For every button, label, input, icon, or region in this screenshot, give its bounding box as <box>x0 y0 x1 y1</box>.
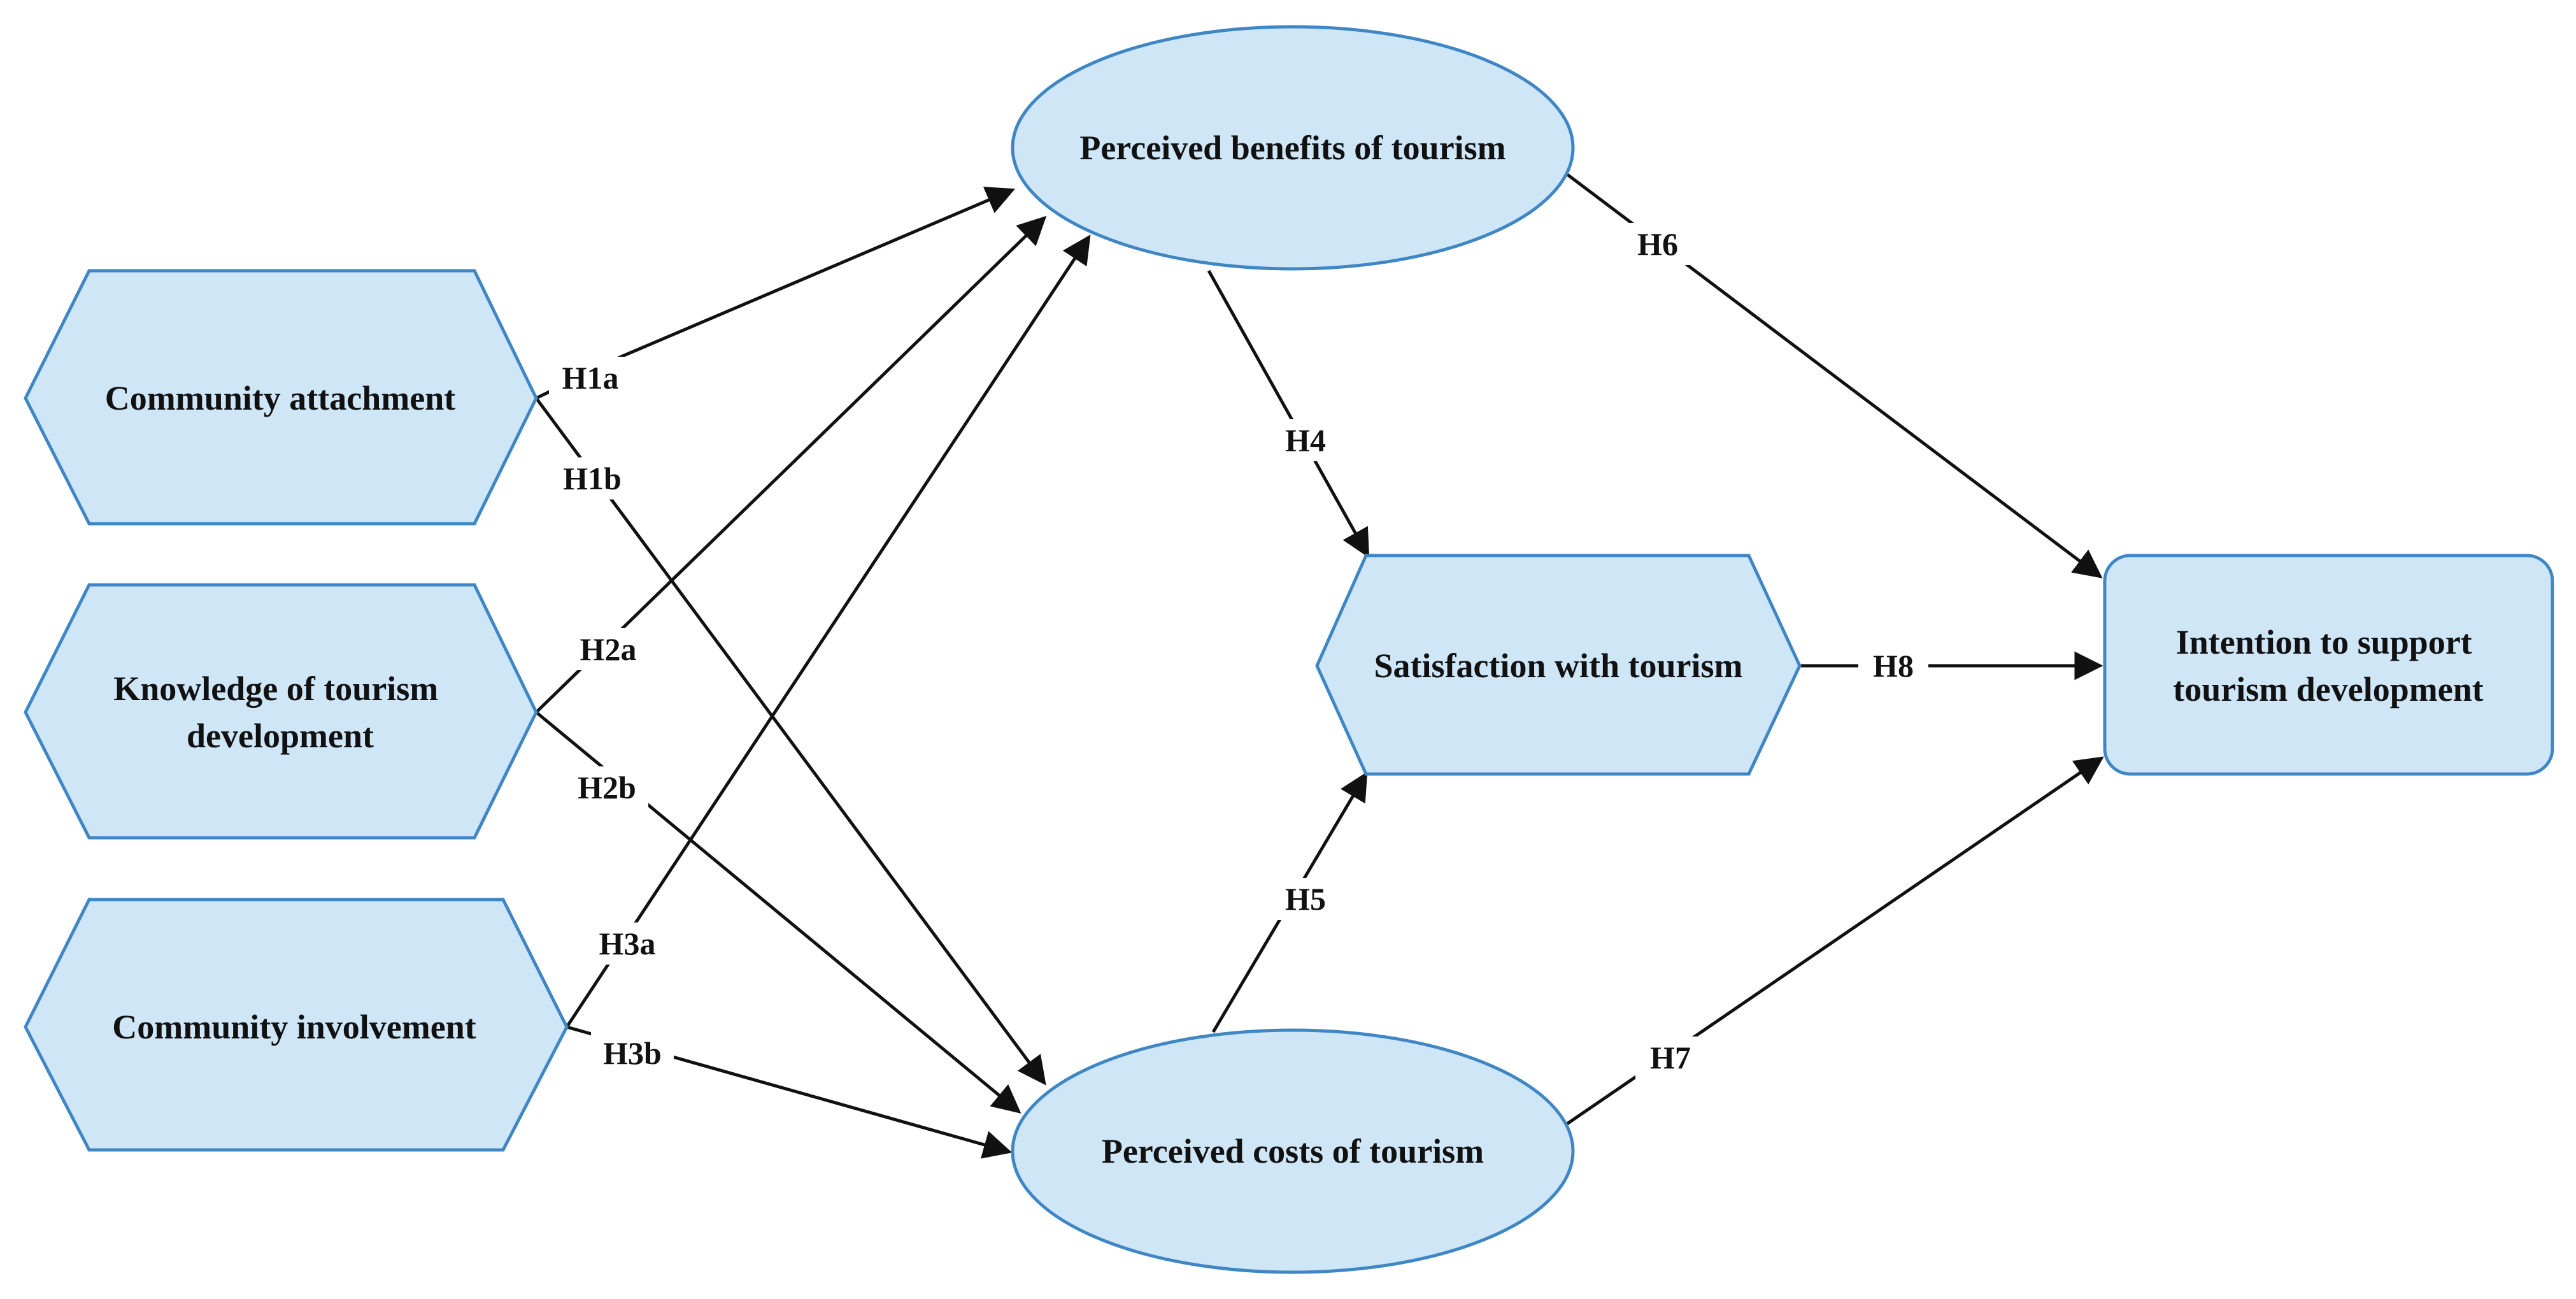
label-h2a: H2a <box>580 631 637 667</box>
label-h6: H6 <box>1637 226 1678 262</box>
label-h1b: H1b <box>563 461 622 496</box>
node-satisfaction: Satisfaction with tourism <box>1315 554 1802 776</box>
node-community-involvement-line-1: Community involvement <box>112 1008 476 1046</box>
node-intention-text: Intention to support tourism development <box>2173 623 2483 708</box>
node-satisfaction-text: Satisfaction with tourism <box>1374 647 1743 685</box>
node-knowledge-text: Knowledge of tourism development <box>113 670 446 755</box>
node-satisfaction-line-1: Satisfaction with tourism <box>1374 647 1743 685</box>
node-perceived-benefits-text: Perceived benefits of tourism <box>1079 129 1505 167</box>
node-perceived-benefits: Perceived benefits of tourism <box>1011 25 1575 271</box>
label-h3b: H3b <box>603 1035 662 1071</box>
label-h7: H7 <box>1650 1040 1691 1075</box>
node-community-attachment: Community attachment <box>24 269 538 526</box>
node-community-attachment-text: Community attachment <box>105 379 455 417</box>
label-h1a: H1a <box>562 360 619 396</box>
node-intention-line-2: tourism development <box>2173 670 2483 708</box>
node-intention: Intention to support tourism development <box>2103 554 2554 776</box>
node-perceived-costs: Perceived costs of tourism <box>1011 1028 1575 1274</box>
node-community-involvement-text: Community involvement <box>112 1008 476 1046</box>
node-community-attachment-line-1: Community attachment <box>105 379 455 417</box>
edge-h3a <box>565 234 1091 1028</box>
edge-labels: H1a H1b H2a H2b H3a H3b H4 H5 H6 H7 H8 <box>549 223 1928 1079</box>
node-perceived-benefits-line-1: Perceived benefits of tourism <box>1079 129 1505 167</box>
nodes: Community attachment Knowledge of touris… <box>24 25 2554 1274</box>
node-perceived-costs-text: Perceived costs of tourism <box>1102 1132 1484 1170</box>
label-h2b: H2b <box>578 770 636 805</box>
node-knowledge-of-tourism-development: Knowledge of tourism development <box>24 583 538 840</box>
node-community-involvement: Community involvement <box>24 898 569 1152</box>
node-knowledge-line-1: Knowledge of tourism <box>113 670 438 708</box>
node-intention-line-1: Intention to support <box>2176 623 2472 661</box>
edge-h1b <box>534 397 1046 1086</box>
label-h5: H5 <box>1285 881 1326 917</box>
node-knowledge-line-2: development <box>187 717 374 755</box>
node-perceived-costs-line-1: Perceived costs of tourism <box>1102 1132 1484 1170</box>
label-h4: H4 <box>1285 422 1326 458</box>
label-h3a: H3a <box>599 926 656 961</box>
edge-h4 <box>1207 269 1370 558</box>
label-h8: H8 <box>1873 648 1914 684</box>
